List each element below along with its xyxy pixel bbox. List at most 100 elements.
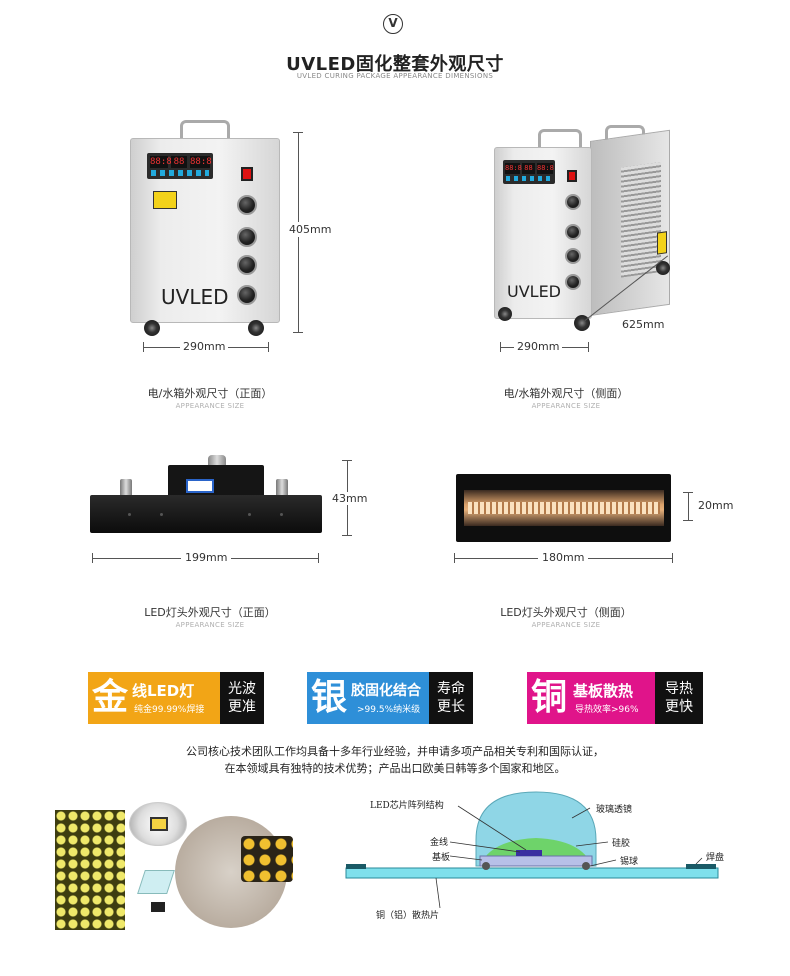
feature-color-block bbox=[527, 672, 655, 724]
dim-tick bbox=[92, 553, 93, 563]
cabinet-brand-text: UVLED bbox=[161, 285, 229, 309]
cabinet-front-figure: 88:8 88 88:8 UVLED bbox=[130, 120, 280, 336]
cabinet-side-width-label: 290mm bbox=[514, 340, 563, 353]
label-solder-ball: 锡球 bbox=[620, 857, 639, 867]
control-knob[interactable] bbox=[565, 194, 581, 210]
dim-tick bbox=[454, 553, 455, 563]
control-knob[interactable] bbox=[565, 224, 581, 240]
substrate bbox=[479, 855, 593, 867]
cable-gland bbox=[276, 479, 288, 499]
indicator-lights bbox=[151, 170, 209, 176]
led-head-side-caption: LED灯头外观尺寸（侧面） bbox=[500, 606, 632, 619]
solder-pad bbox=[686, 864, 716, 869]
control-panel: 88:8 88 88:8 bbox=[503, 160, 555, 184]
intro-line-1: 公司核心技术团队工作均具备十多年行业经验，并申请多项产品相关专利和国际认证， bbox=[186, 745, 604, 758]
control-knob[interactable] bbox=[237, 227, 257, 247]
mount-hole bbox=[160, 513, 163, 516]
solder-ball bbox=[582, 862, 590, 870]
chip-module-photo bbox=[241, 836, 293, 882]
feature-big-char: 金 bbox=[92, 677, 129, 718]
feature-badge-silver: 银 胶固化结合 >99.5%纳米级 寿命 更长 bbox=[307, 672, 473, 724]
control-knob[interactable] bbox=[237, 255, 257, 275]
vent-grille bbox=[621, 162, 661, 278]
cabinet-front-height-label: 405mm bbox=[289, 222, 332, 237]
label-glass-lens: 玻璃透镜 bbox=[596, 805, 633, 815]
feature-title: 基板散热 bbox=[573, 682, 634, 700]
display-digit: 88:8 bbox=[150, 156, 172, 168]
chip-array-photo bbox=[55, 810, 125, 930]
dim-tick bbox=[500, 342, 501, 352]
dim-tick bbox=[683, 520, 693, 521]
control-knob[interactable] bbox=[565, 248, 581, 264]
leader-line bbox=[449, 855, 483, 861]
label-substrate: 基板 bbox=[432, 853, 451, 863]
cross-section-svg bbox=[345, 791, 719, 909]
feature-right-line1: 寿命 bbox=[437, 681, 465, 697]
head-body bbox=[90, 495, 322, 533]
dim-tick bbox=[268, 342, 269, 352]
cabinet-handle bbox=[538, 129, 582, 149]
led-head-side-height-label: 20mm bbox=[698, 499, 734, 512]
cabinet-front-width-label: 290mm bbox=[180, 340, 229, 353]
feature-big-char: 铜 bbox=[531, 677, 568, 718]
control-knob[interactable] bbox=[237, 195, 257, 215]
leader-line bbox=[457, 805, 527, 851]
feature-color-block bbox=[88, 672, 220, 724]
solder-ball bbox=[482, 862, 490, 870]
control-knob[interactable] bbox=[565, 274, 581, 290]
caster-wheel bbox=[144, 320, 160, 336]
label-silica: 硅胶 bbox=[612, 839, 631, 849]
feature-big-char: 银 bbox=[311, 677, 348, 718]
page-title: UVLED固化整套外观尺寸 bbox=[286, 54, 504, 75]
power-switch[interactable] bbox=[567, 170, 577, 182]
leader-line bbox=[575, 841, 609, 847]
control-knob[interactable] bbox=[237, 285, 257, 305]
led-head-front-caption: LED灯头外观尺寸（正面） bbox=[144, 606, 276, 619]
caster-wheel bbox=[656, 261, 670, 275]
cabinet-body: 88:8 88 88:8 UVLED bbox=[130, 138, 280, 323]
chip-single-photo bbox=[137, 870, 175, 894]
display-digit: 88:8 bbox=[505, 163, 522, 174]
cabinet-front-caption-sub: APPEARANCE SIZE bbox=[175, 402, 245, 410]
chip-closeup-photo bbox=[129, 802, 187, 846]
dim-tick bbox=[318, 553, 319, 563]
logo-letter: V bbox=[388, 16, 398, 30]
feature-title: 线LED灯 bbox=[132, 682, 195, 700]
feature-badge-gold: 金 线LED灯 纯金99.99%焊接 光波 更准 bbox=[88, 672, 264, 724]
display-digit: 88 bbox=[522, 163, 535, 174]
feature-color-block bbox=[307, 672, 429, 724]
warning-label bbox=[153, 191, 177, 209]
chip-die bbox=[150, 817, 168, 831]
power-switch[interactable] bbox=[241, 167, 253, 181]
caster-wheel bbox=[248, 320, 264, 336]
cabinet-side-depth-label: 625mm bbox=[622, 318, 665, 331]
dim-tick bbox=[293, 332, 303, 333]
leader-line bbox=[449, 841, 521, 853]
dim-tick bbox=[342, 535, 352, 536]
leader-line bbox=[571, 807, 591, 819]
dim-tick bbox=[342, 460, 352, 461]
led-head-side-width-label: 180mm bbox=[538, 551, 589, 564]
led-head-front-figure bbox=[90, 455, 330, 535]
brand-logo-icon: V bbox=[383, 14, 403, 34]
dim-tick bbox=[143, 342, 144, 352]
feature-right-line2: 更快 bbox=[665, 699, 693, 715]
label-gold-wire: 金线 bbox=[430, 838, 449, 848]
leader-line bbox=[589, 859, 617, 867]
led-head-front-width-label: 199mm bbox=[181, 551, 232, 564]
label-led-array: LED芯片阵列结构 bbox=[370, 801, 444, 811]
mount-hole bbox=[248, 513, 251, 516]
heatsink-plate bbox=[345, 867, 719, 879]
mount-hole bbox=[128, 513, 131, 516]
cabinet-side-figure: 88:8 88 88:8 UVLED bbox=[490, 125, 680, 340]
dim-tick bbox=[293, 132, 303, 133]
feature-badge-copper: 铜 基板散热 导热效率>96% 导热 更快 bbox=[527, 672, 703, 724]
caster-wheel bbox=[498, 307, 512, 321]
display-digit: 88 bbox=[171, 156, 187, 168]
feature-right-block: 导热 更快 bbox=[655, 672, 703, 724]
chip-photo-collage bbox=[55, 800, 310, 940]
led-cross-section-diagram: LED芯片阵列结构 玻璃透镜 金线 硅胶 基板 锡球 焊盘 铜（铝）散热片 bbox=[340, 780, 750, 940]
feature-title: 胶固化结合 bbox=[351, 683, 421, 699]
warning-label bbox=[657, 231, 667, 255]
mount-hole bbox=[280, 513, 283, 516]
